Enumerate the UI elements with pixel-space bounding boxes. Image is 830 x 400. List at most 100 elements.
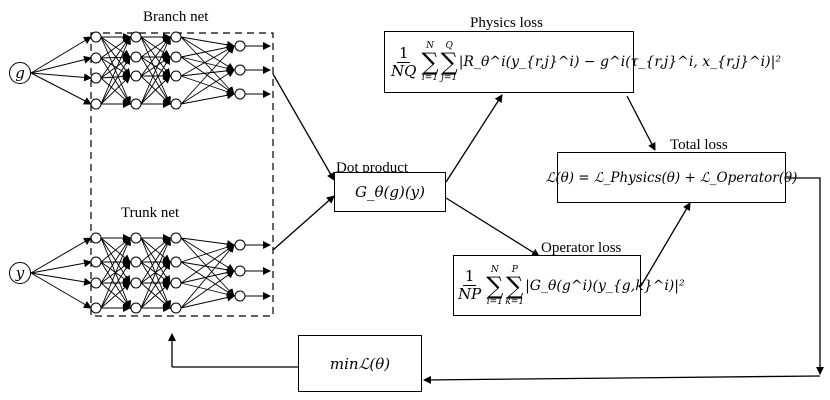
trunk-output-edge (180, 244, 235, 309)
physics-sum-i-bottom: i=1 (421, 73, 439, 83)
trunk-output-edge (180, 243, 235, 263)
trunk-output-edge (180, 237, 235, 272)
min-loss-formula: minℒ(θ) (329, 354, 391, 373)
branch-neuron (130, 70, 142, 82)
branch-neuron (90, 52, 102, 64)
network-dashed-frame (90, 32, 274, 317)
trunk-neuron (130, 277, 142, 289)
branch-input-edge (30, 36, 92, 74)
branch-output-edge (180, 36, 235, 71)
branch-output-edge (180, 45, 235, 77)
trunk-edge (140, 282, 171, 309)
arrow-total-to-loop (786, 177, 824, 375)
branch-edge (100, 77, 131, 105)
input-g-label: g (15, 64, 25, 82)
input-node-y: y (9, 262, 31, 284)
branch-net-label: Branch net (143, 9, 209, 25)
input-y-label: y (15, 264, 25, 282)
trunk-output-neuron (234, 265, 246, 277)
trunk-output-edge (180, 261, 235, 297)
branch-neuron (170, 70, 182, 82)
arrow-branch-to-dot (272, 73, 335, 181)
trunk-input-edge (30, 259, 92, 274)
branch-edge (140, 36, 171, 105)
branch-edge (140, 75, 171, 105)
branch-output-edge (180, 43, 235, 58)
operator-sum-k-top: P (511, 264, 518, 275)
trunk-edge (100, 237, 132, 309)
trunk-neuron (170, 302, 182, 314)
arrow-dot-to-physics (445, 94, 503, 183)
trunk-neuron (170, 256, 182, 268)
branch-output-edge (180, 36, 235, 49)
operator-loss-sum-i: N ∑ i=1 (486, 264, 504, 307)
physics-loss-box: 1 NQ N ∑ i=1 Q ∑ j=1 |R_θ^i(y_{r,j}^i) −… (384, 31, 781, 93)
input-node-g: g (9, 62, 31, 84)
branch-edge (100, 56, 131, 79)
arrow-trunk-to-dot (272, 195, 335, 251)
branch-input-edge (30, 55, 92, 74)
branch-edge (100, 36, 131, 105)
trunk-output-edge (180, 261, 235, 274)
branch-neuron (130, 98, 142, 110)
branch-neuron (170, 98, 182, 110)
physics-loss-label: Physics loss (470, 15, 543, 31)
trunk-edge (100, 282, 131, 309)
arrow-dot-to-operator (445, 197, 540, 257)
branch-edge (100, 56, 131, 105)
branch-input-edge (30, 72, 92, 82)
total-loss-formula: ℒ(θ) = ℒ_Physics(θ) + ℒ_Operator(θ) (545, 169, 798, 186)
trunk-net-label: Trunk net (121, 205, 180, 221)
trunk-neuron (90, 232, 102, 244)
total-loss-box: ℒ(θ) = ℒ_Physics(θ) + ℒ_Operator(θ) (546, 152, 797, 203)
trunk-neuron (170, 277, 182, 289)
trunk-neuron (130, 256, 142, 268)
arrow-loop-to-min (423, 375, 821, 384)
trunk-neuron (170, 232, 182, 244)
trunk-neuron (130, 302, 142, 314)
physics-sum-j-bottom: j=1 (441, 73, 458, 83)
physics-sum-j-top: Q (445, 41, 453, 51)
physics-loss-sum-j: Q ∑ j=1 (440, 41, 458, 83)
branch-output-edge (180, 45, 235, 105)
trunk-edge (100, 261, 131, 309)
trunk-neuron (90, 256, 102, 268)
physics-loss-sum-i: N ∑ i=1 (421, 41, 439, 83)
branch-edge (100, 72, 131, 81)
operator-loss-fraction: 1 NP (458, 268, 481, 303)
trunk-input-edge (30, 272, 92, 286)
trunk-output-edge (180, 237, 235, 297)
physics-loss-fraction: 1 NQ (391, 43, 416, 80)
branch-output-edge (180, 56, 235, 73)
branch-neuron (130, 51, 142, 63)
branch-output-edge (180, 66, 235, 77)
branch-neuron (90, 31, 102, 43)
connectors (168, 73, 824, 384)
branch-input-edge (30, 72, 92, 105)
trunk-neuron (90, 302, 102, 314)
arrow-operator-to-total (640, 202, 691, 287)
branch-neuron (90, 98, 102, 110)
branch-output-neuron (234, 88, 246, 100)
operator-sum-i-bottom: i=1 (486, 296, 503, 307)
trunk-network (30, 232, 271, 314)
operator-loss-box: 1 NP N ∑ i=1 P ∑ k=1 |G_θ(g^i)(y_{g,k}^i… (453, 255, 685, 316)
trunk-neuron (130, 232, 142, 244)
trunk-output-edge (180, 244, 235, 284)
branch-output-neuron (234, 40, 246, 52)
operator-loss-denominator: NP (458, 285, 482, 303)
trunk-output-neuron (234, 290, 246, 302)
physics-loss-numerator: 1 (396, 43, 411, 63)
operator-loss-term: |G_θ(g^i)(y_{g,k}^i)|² (525, 277, 685, 294)
operator-loss-numerator: 1 (462, 267, 477, 286)
branch-output-edge (180, 75, 235, 96)
trunk-output-edge (180, 237, 235, 249)
trunk-input-edge (30, 237, 92, 274)
branch-neuron (170, 51, 182, 63)
branch-neuron (130, 31, 142, 43)
arrow-physics-to-total (626, 95, 656, 151)
trunk-edge (140, 261, 171, 309)
branch-output-edge (180, 36, 235, 95)
operator-sum-i-top: N (490, 264, 499, 275)
